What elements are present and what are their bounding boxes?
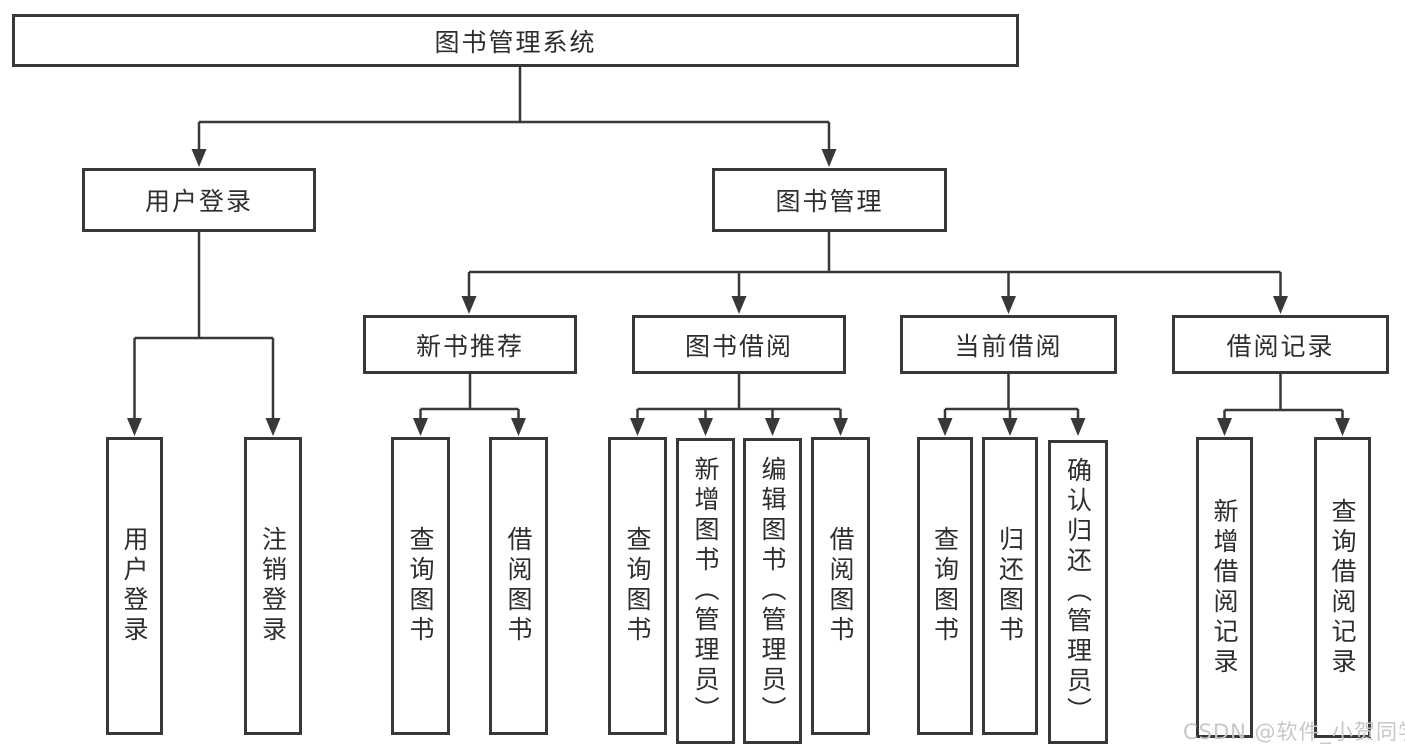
node-book-borrow: 图书借阅 <box>632 315 846 374</box>
connector-book-borrow <box>630 374 848 436</box>
node-logout: 注销登录 <box>244 437 302 735</box>
node-return-book: 归还图书 <box>982 437 1038 735</box>
arrowhead-icon <box>511 418 526 436</box>
connector-borrow-records <box>1217 374 1350 436</box>
node-query-books-3: 查询图书 <box>917 437 973 735</box>
node-query-borrow-record: 查询借阅记录 <box>1314 437 1371 738</box>
arrowhead-icon <box>1217 418 1232 436</box>
connector-root <box>191 67 837 167</box>
node-root: 图书管理系统 <box>12 14 1019 67</box>
arrowhead-icon <box>765 418 780 436</box>
arrowhead-icon <box>1070 418 1086 436</box>
node-borrow-books-1-label: 借阅图书 <box>504 526 533 646</box>
node-borrow-records-label: 借阅记录 <box>1226 331 1335 361</box>
node-login-label: 用户登录 <box>120 526 149 646</box>
arrowhead-icon <box>127 418 142 436</box>
arrowhead-icon <box>1001 296 1016 314</box>
node-user-login: 用户登录 <box>82 168 316 232</box>
node-borrow-books-1: 借阅图书 <box>489 437 548 735</box>
node-query-books-1: 查询图书 <box>391 437 450 735</box>
node-query-borrow-record-label: 查询借阅记录 <box>1328 497 1357 678</box>
node-user-login-label: 用户登录 <box>144 187 253 216</box>
arrowhead-icon <box>1273 296 1288 314</box>
arrowhead-icon <box>833 418 848 436</box>
arrowhead-icon <box>821 149 837 167</box>
arrowhead-icon <box>731 296 747 314</box>
node-add-book-admin-label: 新增图书（管理员） <box>691 456 720 726</box>
connector-user-login <box>127 232 281 436</box>
arrowhead-icon <box>265 418 281 436</box>
node-root-label: 图书管理系统 <box>434 27 597 57</box>
node-logout-label: 注销登录 <box>258 526 288 646</box>
connector-current-borrow <box>937 374 1086 436</box>
node-confirm-return-admin: 确认归还（管理员） <box>1048 440 1108 744</box>
node-query-books-1-label: 查询图书 <box>406 526 435 646</box>
node-current-borrow: 当前借阅 <box>900 315 1117 374</box>
connector-book-management <box>461 232 1288 314</box>
connector-new-book-recommend <box>413 374 526 436</box>
node-borrow-records: 借阅记录 <box>1172 315 1389 374</box>
arrowhead-icon <box>413 418 428 436</box>
node-return-book-label: 归还图书 <box>995 526 1025 646</box>
node-book-borrow-label: 图书借阅 <box>684 331 793 361</box>
arrowhead-icon <box>698 418 713 436</box>
node-add-book-admin: 新增图书（管理员） <box>676 438 735 744</box>
arrowhead-icon <box>1335 418 1350 436</box>
node-book-management: 图书管理 <box>712 168 947 232</box>
arrowhead-icon <box>630 418 645 436</box>
csdn-watermark: CSDN @软件_小贺同学 <box>1183 720 1405 744</box>
node-new-book-recommend: 新书推荐 <box>363 315 577 374</box>
node-current-borrow-label: 当前借阅 <box>954 331 1063 361</box>
node-book-management-label: 图书管理 <box>775 187 884 216</box>
node-add-borrow-record-label: 新增借阅记录 <box>1210 497 1239 678</box>
node-borrow-books-2: 借阅图书 <box>811 437 870 735</box>
node-confirm-return-admin-label: 确认归还（管理员） <box>1063 457 1093 727</box>
node-borrow-books-2-label: 借阅图书 <box>826 526 855 646</box>
node-query-books-3-label: 查询图书 <box>930 526 960 646</box>
arrowhead-icon <box>191 149 207 167</box>
node-edit-book-admin-label: 编辑图书（管理员） <box>758 456 787 726</box>
arrowhead-icon <box>461 296 477 314</box>
node-query-books-2: 查询图书 <box>608 437 667 735</box>
node-edit-book-admin: 编辑图书（管理员） <box>743 438 802 744</box>
node-login: 用户登录 <box>106 437 163 735</box>
node-new-book-recommend-label: 新书推荐 <box>415 331 524 361</box>
node-query-books-2-label: 查询图书 <box>623 526 652 646</box>
node-add-borrow-record: 新增借阅记录 <box>1196 437 1253 738</box>
arrowhead-icon <box>1002 418 1018 436</box>
arrowhead-icon <box>937 418 953 436</box>
